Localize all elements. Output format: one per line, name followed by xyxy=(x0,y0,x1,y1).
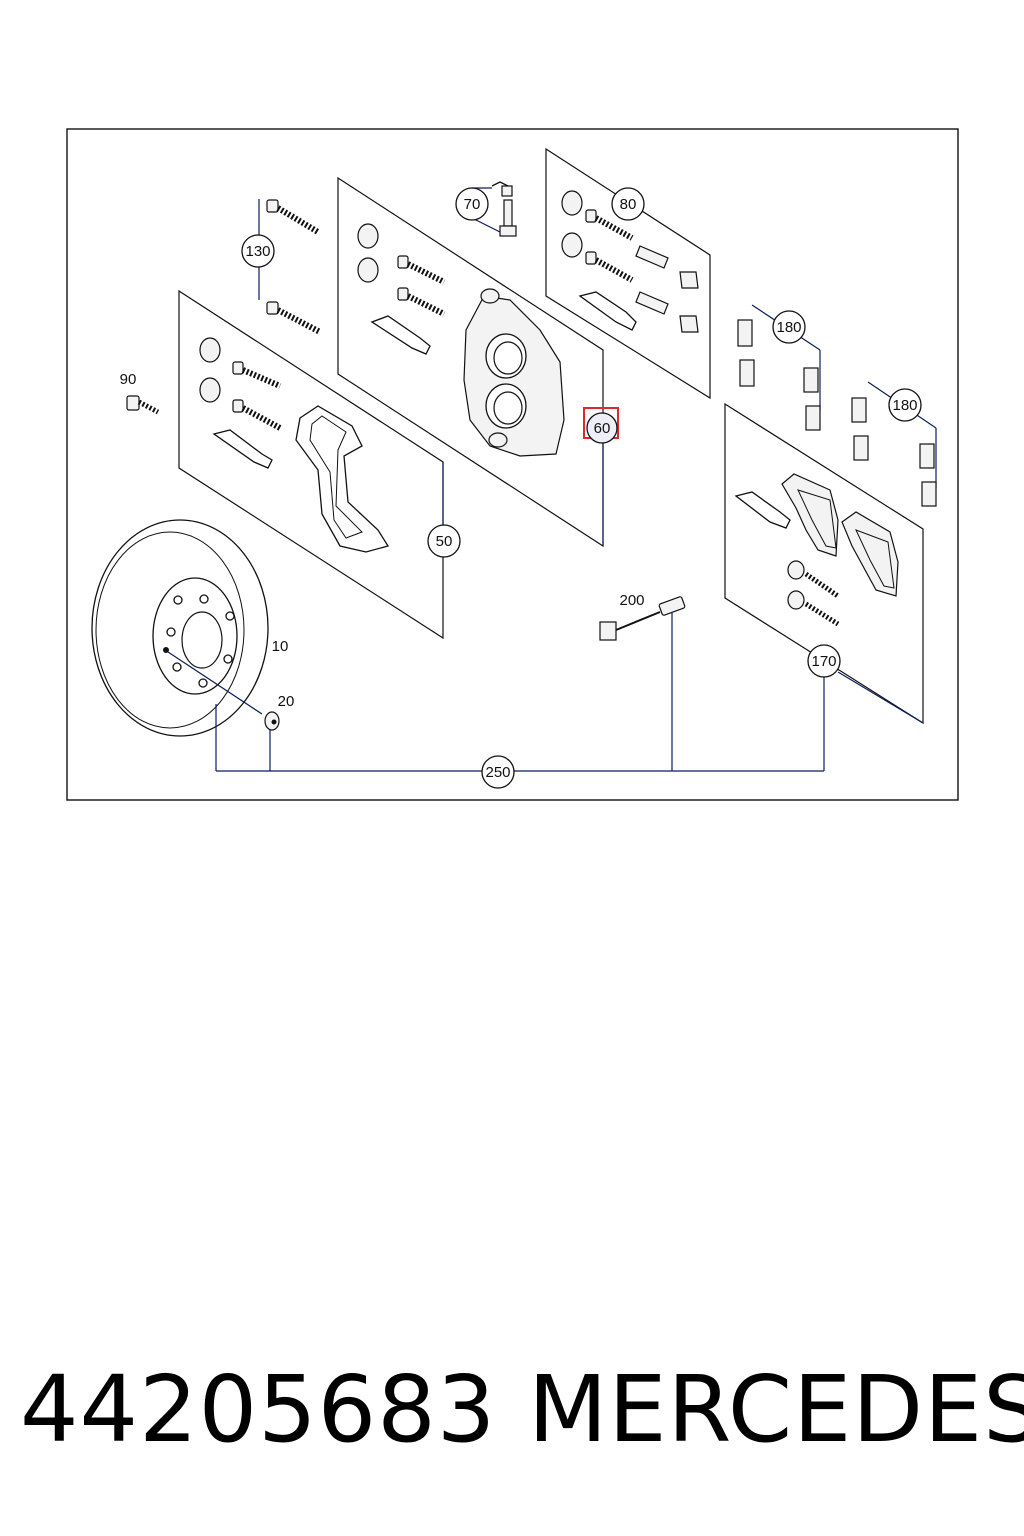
callout-130[interactable]: 130 xyxy=(241,234,275,268)
group-box-80 xyxy=(545,147,711,400)
callout-180b[interactable]: 180 xyxy=(888,388,922,422)
label-90[interactable]: 90 xyxy=(120,371,137,388)
wear-sensor-200 xyxy=(599,596,686,641)
callout-80[interactable]: 80 xyxy=(611,187,645,221)
brand-name: MERCEDES xyxy=(528,1356,1024,1463)
clips-180b xyxy=(851,381,937,507)
leader-170 xyxy=(837,671,924,724)
brake-disc xyxy=(91,519,269,737)
svg-text:80: 80 xyxy=(620,196,637,213)
label-20[interactable]: 20 xyxy=(278,693,295,710)
label-10[interactable]: 10 xyxy=(272,638,289,655)
callout-180a[interactable]: 180 xyxy=(772,310,806,344)
callout-60[interactable]: 60 xyxy=(586,412,618,444)
caliper-kit-60 xyxy=(357,223,565,457)
bolt-90 xyxy=(126,395,160,415)
svg-text:70: 70 xyxy=(464,196,481,213)
svg-text:50: 50 xyxy=(436,533,453,550)
pad-kit-170 xyxy=(734,473,899,627)
svg-text:130: 130 xyxy=(245,243,270,260)
guide-kit-80 xyxy=(561,190,699,333)
leader-10 xyxy=(167,651,263,715)
caption: 44205683 MERCEDES xyxy=(0,1350,1024,1470)
svg-text:60: 60 xyxy=(594,420,611,437)
bracket-kit-50 xyxy=(199,337,390,553)
part-number: 44205683 xyxy=(20,1356,497,1463)
diagram-frame xyxy=(66,128,959,801)
bolts-130 xyxy=(258,199,322,335)
exploded-parts-diagram: 70 80 130 180 180 60 50 170 250 90 10 20… xyxy=(66,128,959,801)
callout-50[interactable]: 50 xyxy=(427,524,461,558)
svg-text:170: 170 xyxy=(811,653,836,670)
callout-250[interactable]: 250 xyxy=(481,755,515,789)
clips-180a xyxy=(737,304,821,431)
callout-70[interactable]: 70 xyxy=(455,187,489,221)
svg-text:250: 250 xyxy=(485,764,510,781)
callout-170[interactable]: 170 xyxy=(807,644,841,678)
bleeder-70 xyxy=(471,181,517,237)
label-200[interactable]: 200 xyxy=(619,592,644,609)
svg-text:180: 180 xyxy=(776,319,801,336)
screw-20 xyxy=(264,711,280,731)
group-box-50 xyxy=(178,289,444,640)
svg-text:180: 180 xyxy=(892,397,917,414)
kit-bracket-250 xyxy=(215,612,825,772)
